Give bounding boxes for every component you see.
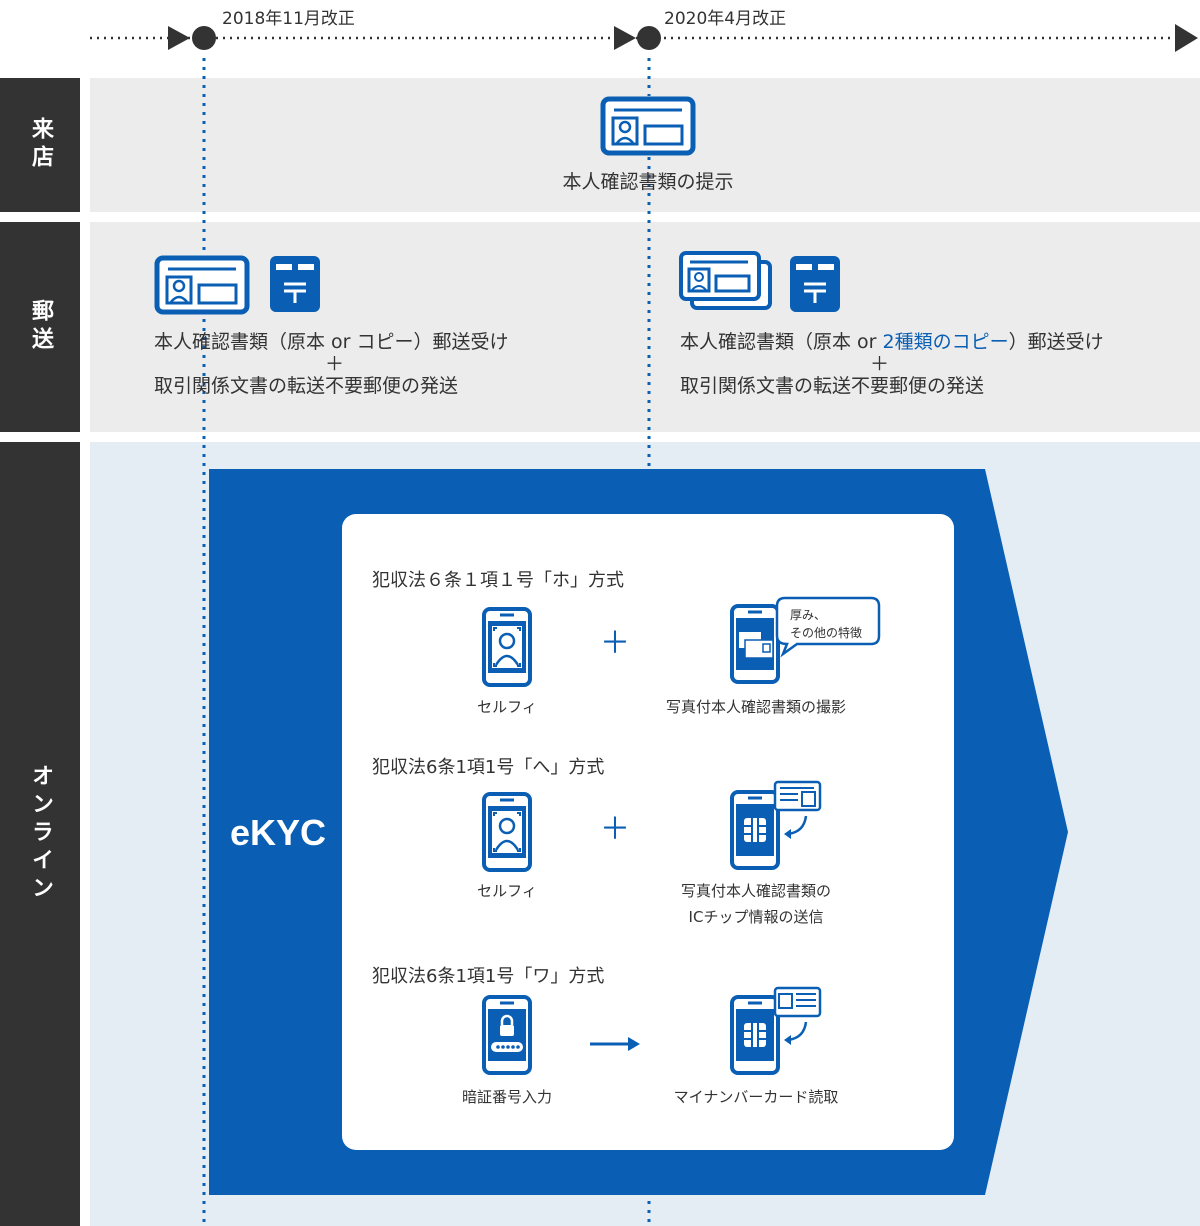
timeline-arrow-end (1175, 24, 1198, 52)
smartphone-selfie-icon (482, 607, 532, 687)
mail-before-plus: ＋ (325, 353, 345, 375)
id-card-stack-icon (678, 250, 774, 312)
method-ho-left-caption: セルフィ (477, 698, 537, 716)
row-label-visit: 来店 (0, 78, 80, 212)
plus-operator: ＋ (600, 812, 630, 847)
timeline-marker-2018 (192, 26, 216, 50)
mail-after-line1-pre: 本人確認書類（原本 or (680, 331, 883, 353)
method-he-right-caption-2: ICチップ情報の送信 (688, 908, 824, 926)
postbox-icon (790, 256, 840, 312)
smartphone-pin-icon (482, 995, 532, 1075)
method-he-left-caption: セルフィ (477, 882, 537, 900)
row-label-mail: 郵送 (0, 222, 80, 432)
right-arrow-icon (590, 1036, 640, 1052)
smartphone-ic-chip-icon (730, 790, 780, 870)
method-he-title: 犯収法6条1項1号「へ」方式 (372, 757, 605, 778)
id-card-transfer-icon (772, 780, 822, 840)
date-2018: 2018年11月改正 (222, 9, 355, 29)
method-he-right-caption-1: 写真付本人確認書類の (680, 882, 831, 900)
mail-before-line1: 本人確認書類（原本 or コピー）郵送受け (154, 331, 509, 353)
timeline-marker-2020 (637, 26, 661, 50)
id-card-icon (154, 255, 250, 315)
id-card-transfer-icon (772, 986, 822, 1046)
mail-before-line2: 取引関係文書の転送不要郵便の発送 (154, 375, 459, 397)
bubble-line1: 厚み、 (790, 608, 827, 622)
smartphone-card-photo-icon (730, 604, 780, 684)
mail-after-line2: 取引関係文書の転送不要郵便の発送 (680, 375, 985, 397)
timeline-arrow-2 (614, 26, 636, 50)
speech-bubble (775, 596, 881, 658)
date-2020: 2020年4月改正 (664, 9, 787, 29)
mail-after-plus: ＋ (870, 353, 890, 375)
method-ho-title: 犯収法６条１項１号「ホ」方式 (372, 570, 624, 591)
smartphone-selfie-icon (482, 792, 532, 872)
plus-operator: ＋ (600, 626, 630, 661)
timeline-arrow-1 (168, 26, 190, 50)
smartphone-ic-chip-icon (730, 995, 780, 1075)
visit-caption: 本人確認書類の提示 (562, 171, 734, 193)
postbox-icon (270, 256, 320, 312)
mail-after-line1: 本人確認書類（原本 or 2種類のコピー）郵送受け (680, 328, 1104, 356)
ekyc-label: eKYC (230, 812, 327, 853)
method-wa-left-caption: 暗証番号入力 (461, 1088, 552, 1106)
method-ho-right-caption: 写真付本人確認書類の撮影 (665, 698, 846, 716)
method-wa-title: 犯収法6条1項1号「ワ」方式 (372, 966, 605, 987)
id-card-icon (600, 96, 696, 156)
timeline (90, 24, 1198, 52)
bubble-line2: その他の特徴 (790, 626, 863, 640)
mail-after-line1-highlight: 2種類のコピー (882, 331, 1009, 353)
mail-after-line1-post: ）郵送受け (1008, 331, 1104, 353)
row-label-online: オンライン (0, 442, 80, 1226)
method-wa-right-caption: マイナンバーカード読取 (673, 1088, 839, 1106)
